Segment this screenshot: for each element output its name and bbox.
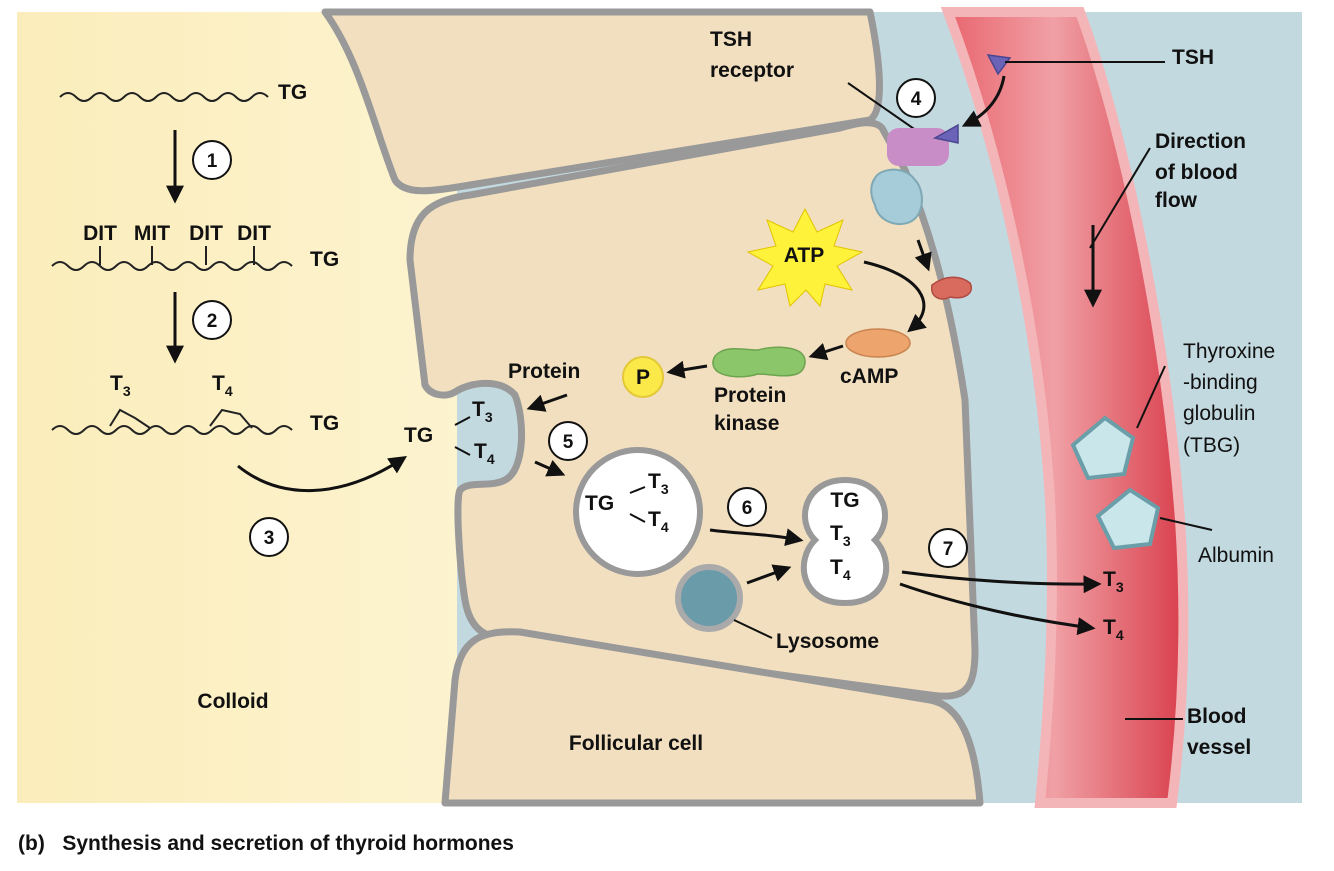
g-protein bbox=[870, 168, 923, 225]
residue-mit: MIT bbox=[134, 222, 170, 245]
t4-chain-label: T4 bbox=[212, 372, 233, 399]
atp-burst bbox=[746, 207, 864, 308]
follicular-cell-bottom bbox=[441, 628, 984, 807]
phosphate-label: P bbox=[636, 366, 650, 389]
tsh-icon bbox=[986, 54, 1012, 76]
blood-flow-label-3: flow bbox=[1155, 189, 1198, 212]
atp-label: ATP bbox=[784, 244, 824, 267]
follicular-cell-top bbox=[321, 8, 883, 195]
t3-chain-label: T3 bbox=[110, 372, 131, 399]
step-1-label: 1 bbox=[207, 151, 218, 172]
tbg-label-2: -binding bbox=[1183, 371, 1258, 394]
step-2-label: 2 bbox=[207, 311, 218, 332]
t3-endocytosis-label: T3 bbox=[472, 398, 493, 425]
fused-t3-label: T3 bbox=[830, 522, 851, 549]
tbg-protein bbox=[1070, 415, 1136, 481]
blood-vessel-label-2: vessel bbox=[1187, 736, 1251, 759]
protein-kinase-label-2: kinase bbox=[714, 412, 779, 435]
tg-chain-3 bbox=[51, 425, 293, 435]
tsh-bound-icon bbox=[932, 123, 959, 144]
tg-chain-1 bbox=[59, 92, 269, 102]
step-4-circle bbox=[896, 78, 936, 118]
blood-t4-label: T4 bbox=[1103, 616, 1124, 643]
step-5-label: 5 bbox=[563, 432, 574, 453]
step-5-circle bbox=[548, 421, 588, 461]
step-7-circle bbox=[928, 528, 968, 568]
follicular-cell-label: Follicular cell bbox=[569, 732, 703, 755]
tsh-label: TSH bbox=[1172, 46, 1214, 69]
tsh-receptor-label-1: TSH bbox=[710, 28, 752, 51]
protein-label: Protein bbox=[508, 360, 580, 383]
tg-label-2: TG bbox=[310, 248, 339, 271]
tsh-receptor bbox=[887, 128, 949, 166]
blood-vessel-label-1: Blood bbox=[1187, 705, 1246, 728]
phosphate-icon bbox=[622, 356, 664, 398]
protein-kinase bbox=[712, 346, 806, 378]
step-3-label: 3 bbox=[264, 528, 275, 549]
vesicle-tg-label: TG bbox=[585, 492, 614, 515]
albumin-label: Albumin bbox=[1198, 544, 1274, 567]
t4-endocytosis-label: T4 bbox=[474, 440, 495, 467]
step-2-circle bbox=[192, 300, 232, 340]
tbg-label-4: (TBG) bbox=[1183, 434, 1240, 457]
vesicle-t3-label: T3 bbox=[648, 470, 669, 497]
colloid-label: Colloid bbox=[197, 690, 268, 713]
step-1-circle bbox=[192, 140, 232, 180]
fused-vesicle bbox=[800, 476, 890, 607]
residue-dit-3: DIT bbox=[237, 222, 271, 245]
tbg-label-1: Thyroxine bbox=[1183, 340, 1275, 363]
blood-vessel bbox=[940, 7, 1189, 808]
blood-flow-label-1: Direction bbox=[1155, 130, 1246, 153]
step-6-label: 6 bbox=[742, 498, 753, 519]
fused-t4-label: T4 bbox=[830, 556, 851, 583]
endocytic-vesicle bbox=[573, 447, 703, 577]
tg-chain-2 bbox=[51, 261, 293, 271]
tg-label-1: TG bbox=[278, 81, 307, 104]
tsh-receptor-label-2: receptor bbox=[710, 59, 794, 82]
blood-flow-label-2: of blood bbox=[1155, 161, 1238, 184]
tg-endocytosis-label: TG bbox=[404, 424, 433, 447]
step-6-circle bbox=[727, 487, 767, 527]
albumin-protein bbox=[1095, 487, 1161, 551]
lysosome-label: Lysosome bbox=[776, 630, 879, 653]
figure-caption: (b) Synthesis and secretion of thyroid h… bbox=[18, 832, 514, 855]
vesicle-t4-label: T4 bbox=[648, 508, 669, 535]
tg-label-3: TG bbox=[310, 412, 339, 435]
step-3-circle bbox=[249, 517, 289, 557]
lysosome bbox=[675, 564, 743, 632]
camp-label: cAMP bbox=[840, 365, 898, 388]
camp-molecule bbox=[845, 328, 911, 358]
step-7-label: 7 bbox=[943, 539, 954, 560]
step-4-label: 4 bbox=[911, 89, 922, 110]
blood-t3-label: T3 bbox=[1103, 568, 1124, 595]
fused-tg-label: TG bbox=[830, 489, 859, 512]
adenylate-cyclase bbox=[931, 276, 972, 300]
residue-dit-1: DIT bbox=[83, 222, 117, 245]
residue-dit-2: DIT bbox=[189, 222, 223, 245]
protein-kinase-label-1: Protein bbox=[714, 384, 786, 407]
tbg-label-3: globulin bbox=[1183, 402, 1255, 425]
